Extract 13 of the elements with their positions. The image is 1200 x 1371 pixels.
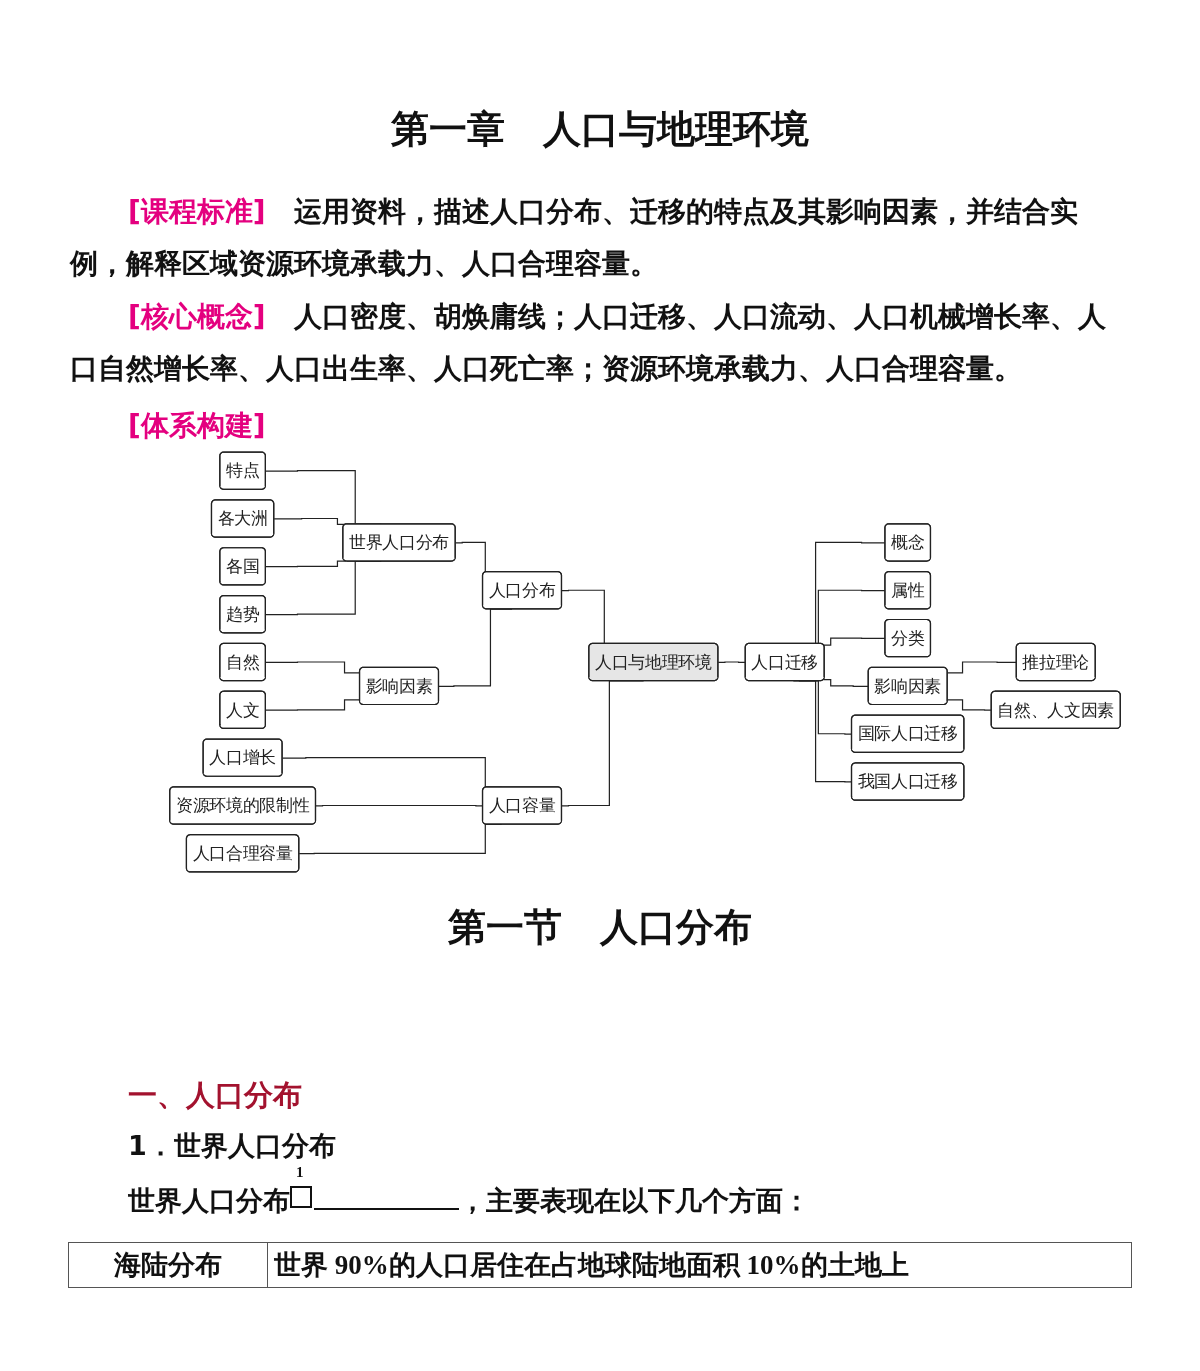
blank-number: 1 <box>296 1164 304 1180</box>
subsection-heading: 一、人口分布 <box>128 1078 302 1112</box>
paragraph-text: [课程标准] 运用资料，描述人口分布、迁移的特点及其影响因素，并结合实例，解释区域资源环境承载力、人口合理容量。 <box>70 194 1079 281</box>
paragraph-text: [核心概念] 人口密度、胡焕庸线；人口迁移、人口流动、人口机械增长率、人口自然增长率、人口出生率、人口死亡率；资源环境承载力、人口合理容量。 <box>70 299 1107 386</box>
sentence-text: ，主要表现在以下几个方面： <box>459 1186 810 1216</box>
section-heading: 第一节 人口分布 <box>448 905 752 949</box>
sentence-text: 世界人口分布 <box>128 1186 290 1216</box>
page-title: 第一章 人口与地理环境 <box>391 106 809 153</box>
item-heading: 1．世界人口分布 <box>128 1130 336 1161</box>
section-tag: [体系构建] <box>128 409 266 442</box>
row-header-cell: 海陆分布 <box>68 1242 268 1288</box>
table-cell: 世界 90%的人口居住在占地球陆地面积 10%的土地上 <box>267 1242 1132 1288</box>
connector <box>265 560 347 568</box>
